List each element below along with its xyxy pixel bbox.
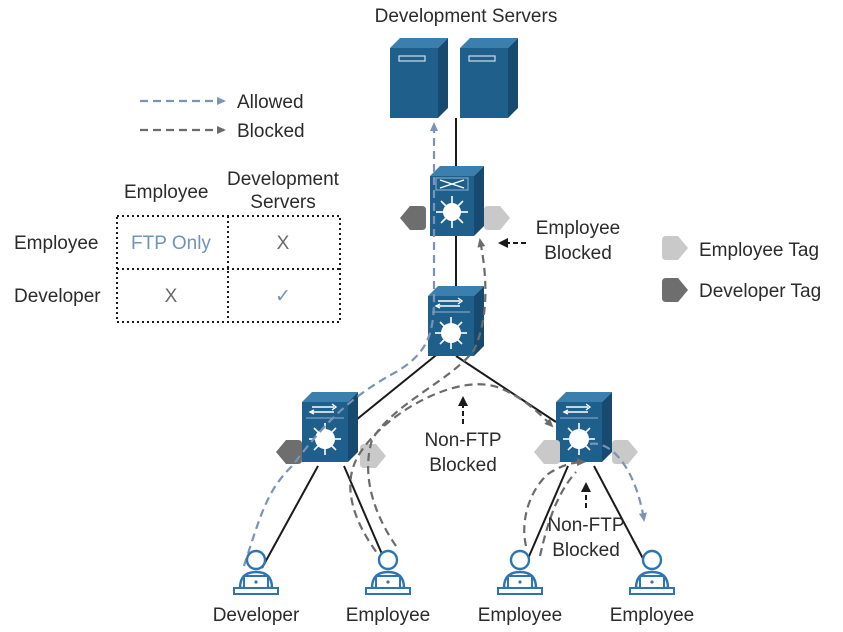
server-icon (389, 37, 449, 119)
annotation-arrows (458, 238, 591, 508)
matrix-cell-employee-employee: FTP Only (131, 233, 211, 254)
link-right-access-employee (523, 465, 569, 569)
employee-tag-core-icon (484, 206, 510, 230)
employee-user-icon-2 (496, 549, 544, 596)
matrix-col-dev-line2: Servers (250, 192, 315, 213)
matrix-grid (116, 215, 341, 323)
developer-tag-left-access-icon (276, 440, 302, 464)
matrix-row-developer: Developer (14, 286, 101, 307)
flow-right-employees-nonftp (523, 458, 586, 547)
employee-tag-right-access-icon (534, 440, 560, 464)
link-dist-left-access (355, 351, 441, 421)
matrix-row-employee: Employee (14, 233, 99, 254)
flow-right-employees-nonftp-2 (538, 471, 577, 557)
nonftp-blocked-1-line2: Blocked (429, 455, 497, 476)
flow-employee-to-employee-nonftp (349, 383, 554, 563)
flow-developer-to-servers (242, 122, 438, 567)
developer-label: Developer (213, 605, 300, 626)
link-dist-right-access (455, 355, 557, 423)
core-switch-icon (429, 165, 485, 237)
developer-tag-core-icon (400, 206, 426, 230)
legend-allowed-label: Allowed (237, 92, 304, 113)
matrix-cell-developer-employee: X (165, 286, 178, 307)
matrix-cell-employee-servers: X (277, 233, 290, 254)
flow-right-employee-ftp-allowed (589, 442, 647, 522)
nonftp-blocked-2-line1: Non-FTP (547, 515, 624, 536)
employee-label-1: Employee (346, 605, 431, 626)
traffic-flows (242, 122, 647, 567)
link-left-access-developer (261, 465, 319, 569)
link-right-access-employee2 (593, 465, 649, 569)
employee-user-icon-3 (628, 549, 676, 596)
employee-tag-right-access-icon-2 (612, 440, 638, 464)
link-left-access-employee (343, 465, 389, 569)
server-icon-2 (459, 37, 519, 119)
legend-developer-tag-label: Developer Tag (699, 281, 821, 302)
employee-label-2: Employee (478, 605, 563, 626)
policy-matrix: Employee Development Servers Employee De… (14, 169, 341, 323)
employee-blocked-line1: Employee (536, 218, 621, 239)
employee-blocked-line2: Blocked (544, 243, 612, 264)
legend-employee-tag-label: Employee Tag (699, 240, 819, 261)
legend: Allowed Blocked Employee Tag Developer T… (140, 92, 821, 302)
employee-label-3: Employee (610, 605, 695, 626)
nonftp-blocked-2-line2: Blocked (552, 540, 620, 561)
network-links (261, 118, 649, 569)
matrix-cell-developer-servers: ✓ (275, 286, 291, 307)
nonftp-blocked-1-line1: Non-FTP (424, 430, 501, 451)
access-switch-right-icon (555, 391, 613, 463)
servers-title: Development Servers (375, 6, 558, 27)
legend-blocked-label: Blocked (237, 121, 305, 142)
employee-tag-icon (662, 236, 688, 260)
matrix-col-employee: Employee (124, 182, 209, 203)
matrix-col-dev-line1: Development (227, 169, 340, 190)
employee-user-icon (364, 549, 412, 596)
developer-tag-icon (662, 278, 688, 302)
developer-user-icon (232, 549, 280, 596)
employee-tag-left-access-icon (360, 444, 386, 468)
flow-employee-to-servers-blocked (367, 238, 487, 547)
